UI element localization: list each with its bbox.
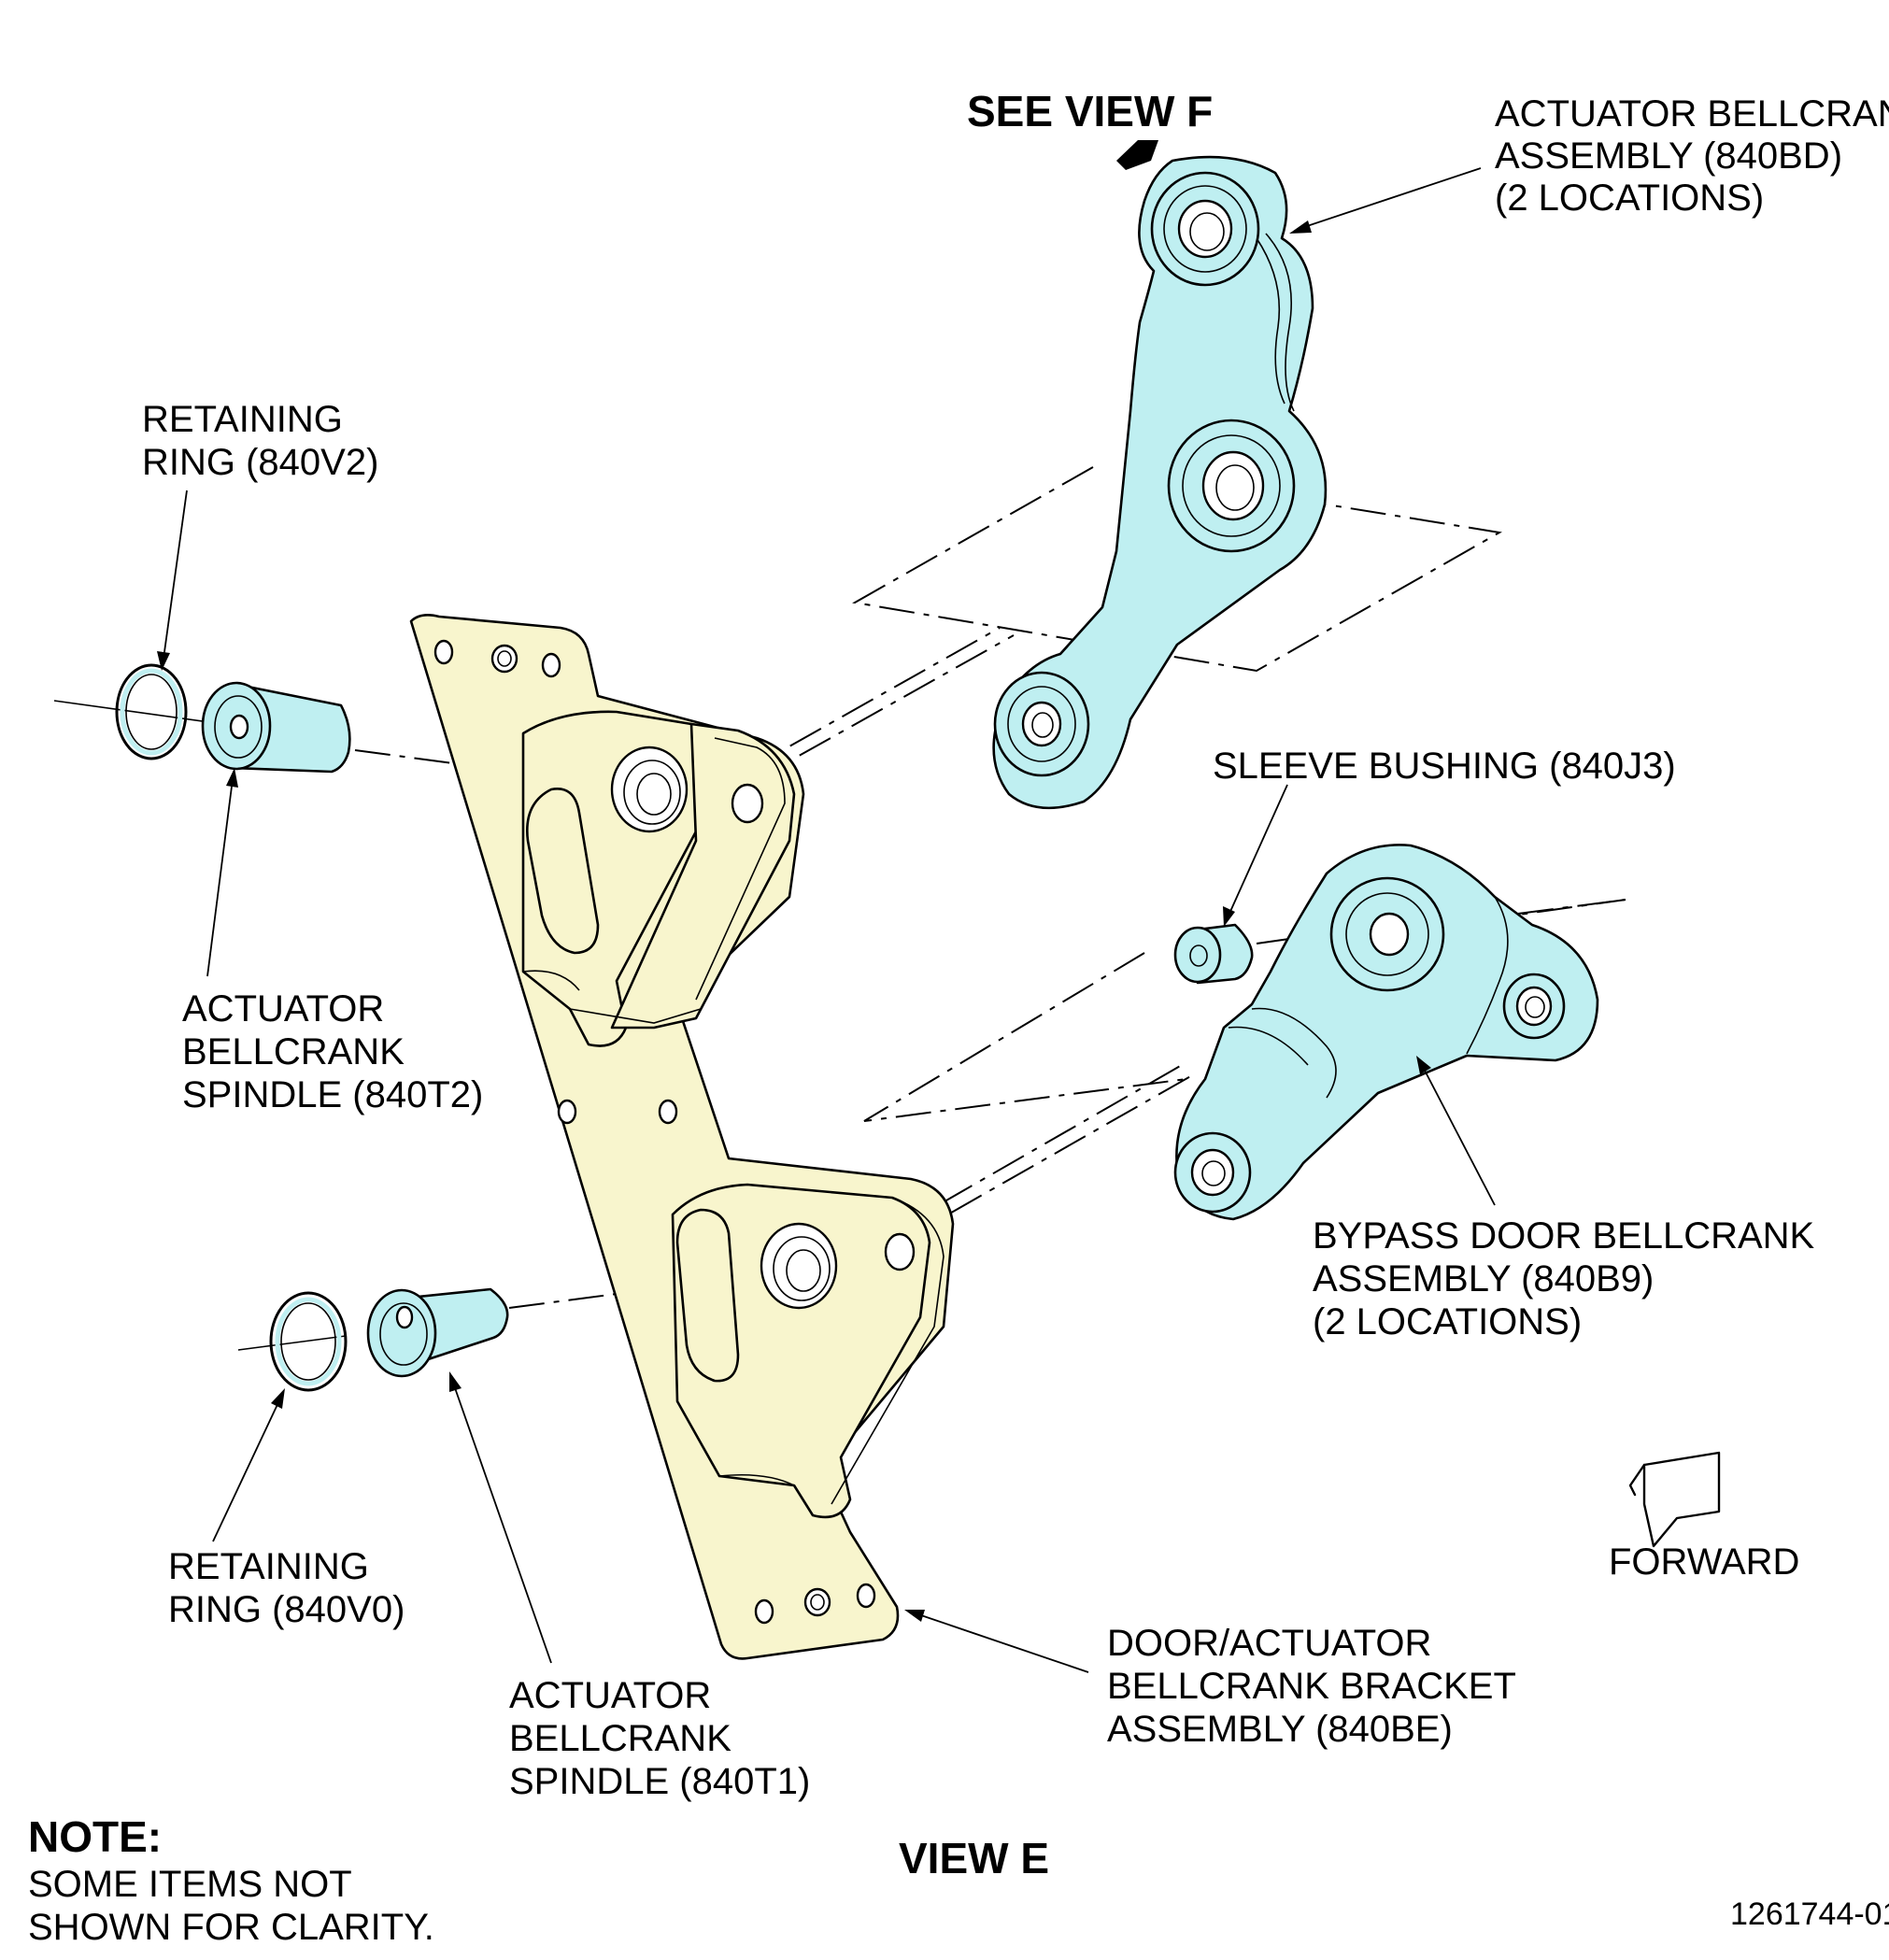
svg-text:DOOR/ACTUATOR: DOOR/ACTUATOR [1107, 1623, 1431, 1664]
svg-text:ACTUATOR: ACTUATOR [182, 988, 384, 1030]
forward-arrow-icon [1628, 1451, 1721, 1548]
spindle-840t2 [201, 681, 351, 774]
forward-label: FORWARD [1609, 1541, 1799, 1583]
view-title: VIEW E [899, 1834, 1049, 1882]
svg-text:(2 LOCATIONS): (2 LOCATIONS) [1495, 178, 1764, 219]
leader-lines [157, 167, 1496, 1673]
bypass-door-bellcrank-840b9 [1173, 844, 1599, 1221]
callout-sleeve-bushing: SLEEVE BUSHING (840J3) [1213, 746, 1676, 787]
svg-text:BYPASS DOOR BELLCRANK: BYPASS DOOR BELLCRANK [1313, 1215, 1815, 1257]
callout-bracket-assembly: DOOR/ACTUATOR BELLCRANK BRACKET ASSEMBLY… [1107, 1623, 1516, 1750]
see-view-f-label: SEE VIEW F [967, 87, 1213, 135]
bracket-assembly-840be [409, 614, 955, 1660]
callout-retaining-ring-840v2: RETAINING RING (840V2) [142, 399, 378, 483]
svg-text:ASSEMBLY (840BE): ASSEMBLY (840BE) [1107, 1709, 1453, 1750]
svg-text:(2 LOCATIONS): (2 LOCATIONS) [1313, 1301, 1582, 1342]
svg-text:RETAINING: RETAINING [168, 1546, 369, 1587]
svg-text:RING (840V0): RING (840V0) [168, 1589, 405, 1630]
callout-bypass-door-bellcrank-assembly: BYPASS DOOR BELLCRANK ASSEMBLY (840B9) (… [1313, 1215, 1815, 1342]
callout-actuator-bellcrank-assembly: ACTUATOR BELLCRANK ASSEMBLY (840BD) (2 L… [1495, 93, 1889, 219]
svg-text:SOME ITEMS NOT: SOME ITEMS NOT [28, 1864, 352, 1905]
callout-spindle-840t2: ACTUATOR BELLCRANK SPINDLE (840T2) [182, 988, 483, 1115]
actuator-bellcrank-840bd [992, 155, 1328, 810]
retaining-ring-840v0 [269, 1291, 348, 1392]
svg-text:SHOWN FOR CLARITY.: SHOWN FOR CLARITY. [28, 1907, 434, 1948]
see-view-f-arrow-icon [1116, 140, 1158, 170]
svg-text:SPINDLE (840T1): SPINDLE (840T1) [509, 1761, 810, 1802]
svg-text:BELLCRANK BRACKET: BELLCRANK BRACKET [1107, 1666, 1516, 1707]
svg-text:ACTUATOR BELLCRANK: ACTUATOR BELLCRANK [1495, 93, 1889, 135]
svg-text:BELLCRANK: BELLCRANK [182, 1031, 405, 1072]
retaining-ring-840v2 [115, 663, 188, 760]
callout-spindle-840t1: ACTUATOR BELLCRANK SPINDLE (840T1) [509, 1675, 810, 1802]
svg-text:ACTUATOR: ACTUATOR [509, 1675, 711, 1716]
note-block: NOTE: SOME ITEMS NOT SHOWN FOR CLARITY. [28, 1812, 434, 1948]
svg-text:RETAINING: RETAINING [142, 399, 343, 440]
spindle-840t1 [366, 1287, 509, 1378]
figure-id: 1261744-01 [1730, 1896, 1889, 1932]
svg-text:RING (840V2): RING (840V2) [142, 442, 378, 483]
svg-text:ASSEMBLY (840BD): ASSEMBLY (840BD) [1495, 135, 1842, 177]
svg-text:NOTE:: NOTE: [28, 1812, 162, 1861]
svg-text:ASSEMBLY (840B9): ASSEMBLY (840B9) [1313, 1258, 1654, 1300]
svg-text:SLEEVE BUSHING (840J3): SLEEVE BUSHING (840J3) [1213, 746, 1676, 787]
svg-text:SPINDLE (840T2): SPINDLE (840T2) [182, 1074, 483, 1115]
callout-retaining-ring-840v0: RETAINING RING (840V0) [168, 1546, 405, 1630]
svg-text:BELLCRANK: BELLCRANK [509, 1718, 731, 1759]
sleeve-bushing-840j3 [1173, 923, 1254, 985]
